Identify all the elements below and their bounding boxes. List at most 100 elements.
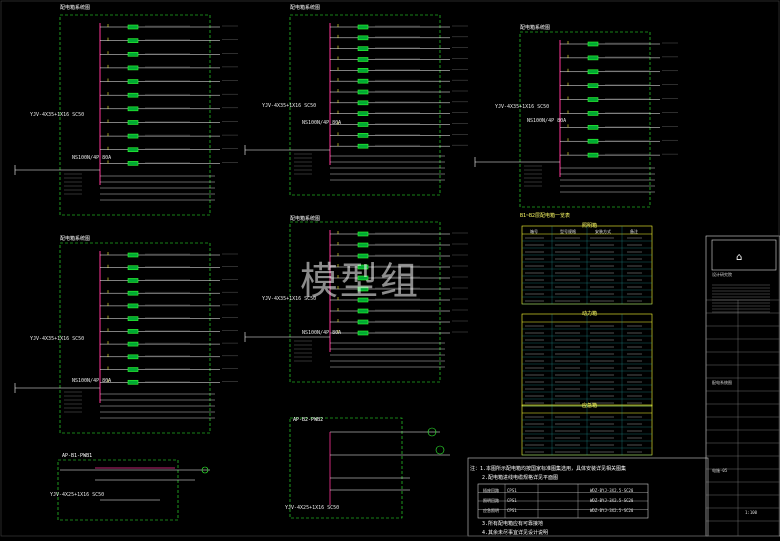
feeder-box bbox=[127, 252, 139, 258]
feeder-box bbox=[357, 308, 369, 314]
panel-8-header: AP-B2-PWB2 bbox=[293, 417, 324, 423]
panel-frame bbox=[59, 14, 211, 216]
feeder-box bbox=[357, 264, 369, 270]
feeder-box bbox=[587, 55, 599, 61]
feeder-box bbox=[127, 379, 139, 385]
panel-2-breaker: NS100N/4P 80A bbox=[302, 120, 342, 126]
panel-frame bbox=[289, 14, 441, 196]
table-2-title: 动力箱 bbox=[582, 311, 598, 317]
panel-frame bbox=[519, 31, 651, 208]
feeder-box bbox=[357, 231, 369, 237]
tables-main-title: B1~B2层配电箱一览表 bbox=[520, 213, 571, 219]
feeder-box bbox=[127, 316, 139, 321]
table-col-header: 型号规格 bbox=[560, 229, 576, 234]
feeder-box bbox=[357, 297, 369, 303]
feeder-box bbox=[127, 265, 139, 271]
panel-2-incoming: YJV-4X35+1X16 SC50 bbox=[262, 103, 317, 109]
title-block-logo-box bbox=[711, 239, 777, 271]
table-col-header: 备注 bbox=[630, 229, 638, 234]
table-col-header: 安装方式 bbox=[595, 229, 611, 234]
notes-row-label: 应急照明 bbox=[483, 508, 499, 513]
title-block-project: 配电系统图 bbox=[712, 380, 732, 385]
panel-3-incoming: YJV-4X35+1X16 SC50 bbox=[495, 104, 550, 110]
title-block-scale: 1:100 bbox=[745, 510, 758, 515]
feeder-box bbox=[357, 143, 369, 149]
panel-7-incoming: YJV-4X25+1X16 SC50 bbox=[50, 492, 105, 498]
motor-icon bbox=[435, 445, 445, 455]
feeder-box bbox=[587, 152, 599, 158]
panel-3-header: 配电箱系统图 bbox=[520, 25, 551, 31]
panel-5-incoming: YJV-4X35+1X16 SC50 bbox=[262, 296, 317, 302]
notes-row-cable: WDZ-BYJ-3X2.5-SC20 bbox=[590, 508, 634, 513]
feeder-box bbox=[127, 278, 139, 283]
note-2: 2.配电箱进线电缆规格详见平面图 bbox=[482, 475, 559, 481]
panel-8-incoming: YJV-4X25+1X16 SC50 bbox=[285, 505, 340, 511]
table-3-title: 应急箱 bbox=[582, 403, 598, 409]
feeder-box bbox=[587, 125, 599, 130]
motor-icon bbox=[201, 466, 209, 474]
notes-row-label: 照明回路 bbox=[483, 498, 499, 503]
feeder-box bbox=[357, 122, 369, 127]
feeder-box bbox=[127, 367, 139, 372]
title-block-frame bbox=[705, 235, 780, 537]
feeder-box bbox=[127, 120, 139, 125]
title-block-company: 设计研究院 bbox=[712, 272, 732, 277]
notes-row-label: 插座回路 bbox=[483, 488, 499, 493]
feeder-box bbox=[127, 38, 139, 43]
feeder-box bbox=[357, 133, 369, 138]
title-block-logo-mark: ⌂ bbox=[736, 252, 742, 263]
panel-7-frame bbox=[57, 459, 179, 521]
notes-row-code: CPS1 bbox=[507, 498, 517, 503]
feeder-box bbox=[127, 354, 139, 360]
title-block-drawing-no: 电施-05 bbox=[712, 468, 728, 473]
feeder-box bbox=[587, 69, 599, 75]
panel-3-breaker: NS100N/4P 80A bbox=[527, 118, 567, 124]
motor-icon bbox=[427, 427, 437, 437]
panel-1-incoming: YJV-4X35+1X16 SC50 bbox=[30, 112, 85, 118]
feeder-box bbox=[127, 133, 139, 139]
feeder-box bbox=[127, 51, 139, 57]
table-col-header: 箱号 bbox=[530, 229, 538, 234]
feeder-box bbox=[357, 57, 369, 62]
notes-row-code: CPS1 bbox=[507, 488, 517, 493]
feeder-box bbox=[127, 329, 139, 334]
feeder-box bbox=[127, 24, 139, 30]
feeder-box bbox=[357, 89, 369, 95]
feeder-box bbox=[357, 286, 369, 292]
notes-row-code: CPS1 bbox=[507, 508, 517, 513]
feeder-box bbox=[587, 97, 599, 102]
note-1: 注：1.本图所示配电箱均按国家标准图集选用，具体安装详见相关图集 bbox=[470, 466, 627, 472]
feeder-box bbox=[587, 111, 599, 116]
panel-7-header: AP-B1-PWB1 bbox=[62, 453, 93, 459]
panel-8-frame bbox=[289, 417, 403, 519]
feeder-box bbox=[357, 78, 369, 84]
feeder-box bbox=[127, 147, 139, 153]
watermark: 模型组 bbox=[300, 259, 421, 303]
feeder-box bbox=[127, 303, 139, 309]
panel-5-header: 配电箱系统图 bbox=[290, 216, 321, 222]
feeder-box bbox=[357, 68, 369, 73]
panel-4-header: 配电箱系统图 bbox=[60, 236, 91, 242]
feeder-box bbox=[127, 161, 139, 166]
note-4: 4.其余未尽事宜详见设计说明 bbox=[482, 530, 549, 536]
feeder-box bbox=[357, 24, 369, 30]
notes-row-cable: WDZ-BYJ-3X2.5-SC20 bbox=[590, 498, 634, 503]
feeder-box bbox=[357, 35, 369, 41]
feeder-box bbox=[357, 275, 369, 281]
panel-1-breaker: NS100N/4P 80A bbox=[72, 155, 112, 161]
feeder-box bbox=[587, 41, 599, 47]
panel-4-breaker: NS100N/4P 80A bbox=[72, 378, 112, 384]
feeder-box bbox=[357, 319, 369, 325]
feeder-box bbox=[357, 253, 369, 259]
feeder-box bbox=[127, 92, 139, 98]
feeder-box bbox=[127, 341, 139, 347]
feeder-box bbox=[587, 138, 599, 144]
feeder-box bbox=[357, 100, 369, 106]
feeder-box bbox=[357, 46, 369, 51]
note-3: 3.所有配电箱应有可靠接地 bbox=[482, 521, 544, 527]
feeder-box bbox=[127, 290, 139, 296]
panel-1-header: 配电箱系统图 bbox=[60, 5, 91, 11]
